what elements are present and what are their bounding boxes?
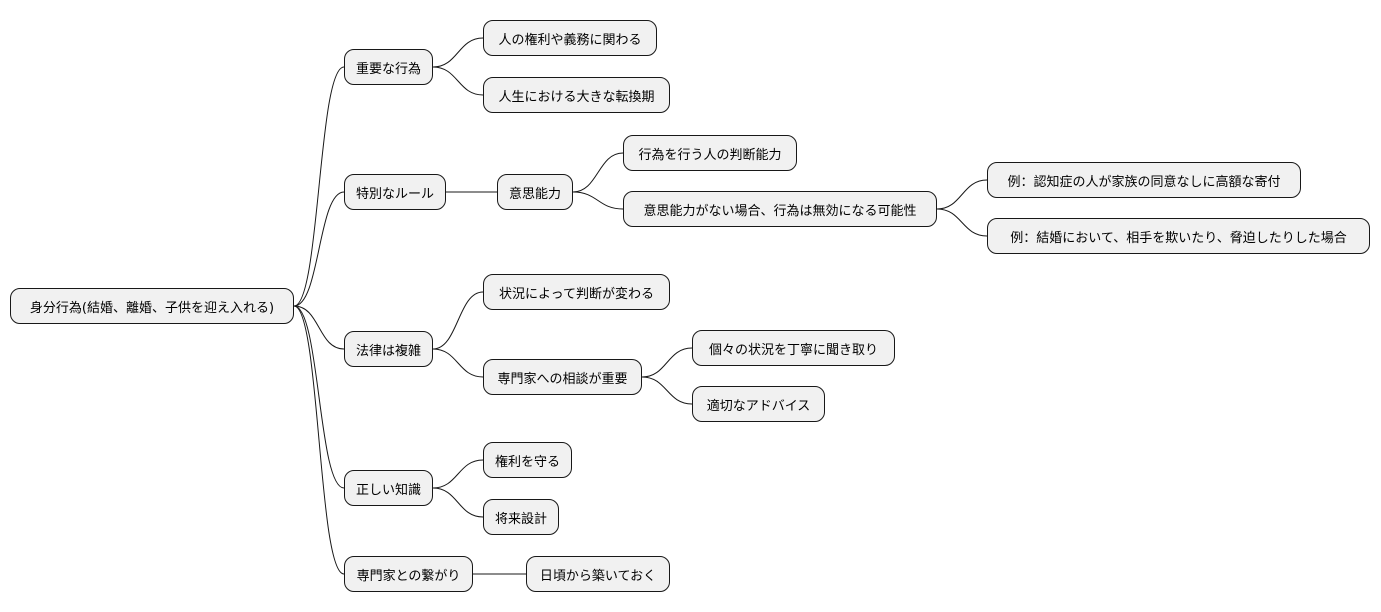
connector-root-to-law-complex	[293, 305, 345, 350]
branch-expert-connection[interactable]: 専門家との繋がり	[344, 556, 473, 592]
connector-root-to-important-acts	[293, 66, 345, 307]
leaf-build-daily[interactable]: 日頃から築いておく	[526, 556, 670, 592]
connector-important-to-rights	[432, 37, 484, 68]
root-node[interactable]: 身分行為(結婚、離婚、子供を迎え入れる)	[10, 288, 294, 324]
leaf-life-turning-point[interactable]: 人生における大きな転換期	[483, 77, 670, 113]
leaf-judgment-ability[interactable]: 行為を行う人の判断能力	[623, 135, 797, 171]
branch-law-complex[interactable]: 法律は複雑	[344, 331, 433, 367]
connector-consult-to-advice	[641, 376, 693, 405]
node-expert-consultation[interactable]: 専門家への相談が重要	[483, 359, 642, 395]
branch-correct-knowledge[interactable]: 正しい知識	[344, 470, 433, 506]
connector-knowledge-to-future	[432, 487, 484, 518]
connector-root-to-expert-connection	[293, 305, 345, 575]
leaf-future-planning[interactable]: 将来設計	[483, 499, 559, 535]
node-possibly-invalid[interactable]: 意思能力がない場合、行為は無効になる可能性	[623, 191, 937, 227]
connector-capacity-to-invalid	[572, 191, 624, 210]
leaf-rights-duties[interactable]: 人の権利や義務に関わる	[483, 20, 657, 56]
connector-invalid-to-example-marriage	[936, 208, 988, 237]
connector-knowledge-to-protect	[432, 459, 484, 489]
connector-root-to-special-rules	[293, 191, 345, 307]
node-mental-capacity[interactable]: 意思能力	[497, 174, 573, 210]
leaf-example-marriage[interactable]: 例：結婚において、相手を欺いたり、脅迫したりした場合	[987, 218, 1370, 254]
leaf-careful-listening[interactable]: 個々の状況を丁寧に聞き取り	[692, 330, 895, 366]
leaf-example-donation[interactable]: 例：認知症の人が家族の同意なしに高額な寄付	[987, 162, 1301, 198]
connector-root-to-correct-knowledge	[293, 305, 345, 489]
leaf-appropriate-advice[interactable]: 適切なアドバイス	[692, 386, 825, 422]
connector-capacity-to-judgment	[572, 152, 624, 193]
connector-important-to-turning-point	[432, 66, 484, 96]
leaf-situational-judgment[interactable]: 状況によって判断が変わる	[483, 274, 670, 310]
connector-law-to-situation	[432, 291, 484, 350]
branch-important-acts[interactable]: 重要な行為	[344, 49, 433, 85]
connector-consult-to-listen	[641, 347, 693, 378]
leaf-protect-rights[interactable]: 権利を守る	[483, 442, 572, 478]
connector-invalid-to-example-donation	[936, 179, 988, 210]
branch-special-rules[interactable]: 特別なルール	[344, 174, 446, 210]
connector-law-to-expert-consult	[432, 348, 484, 378]
